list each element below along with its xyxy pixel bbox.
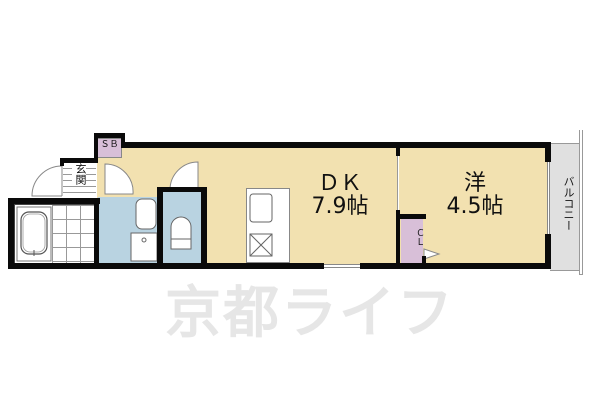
- closet: [401, 218, 423, 263]
- washroom-door-swing: [104, 163, 134, 195]
- toilet-door-swing: [169, 161, 199, 191]
- wall-entrance-left: [60, 158, 64, 166]
- watermark-logo: 京都ライフ: [165, 281, 455, 346]
- shoe-box-label: ＳＢ: [100, 140, 119, 150]
- bath-tile-grid: [52, 205, 94, 263]
- wall-dk-western-divider: [396, 148, 400, 156]
- wall-toilet-top: [157, 187, 207, 192]
- washbasin-icon: [135, 198, 157, 230]
- wall-sb-right: [121, 133, 125, 148]
- window-dk-bottom: [324, 264, 360, 268]
- dk-label: ＤＫ 7.9帖: [295, 172, 385, 218]
- closet-door-icon: [423, 248, 441, 260]
- entrance-label: 玄関: [72, 163, 87, 185]
- wall-toilet-right: [201, 187, 207, 267]
- wall-closet-top: [396, 214, 426, 219]
- western-label: 洋 4.5帖: [430, 172, 520, 218]
- wall-sb-top: [94, 133, 125, 138]
- balcony-rail: [579, 130, 583, 275]
- balcony-label: バルコニー: [562, 176, 575, 231]
- dk-size: 7.9帖: [311, 194, 369, 220]
- kitchen-sink-icon: [249, 193, 273, 223]
- washing-machine-pan-icon: [130, 232, 158, 262]
- balcony: [550, 143, 580, 271]
- stove-icon: [249, 233, 273, 257]
- wall-entrance-top: [60, 158, 98, 163]
- entrance-door-swing: [31, 165, 63, 197]
- wall-dk-western-lower: [396, 210, 400, 266]
- closet-label: ＣＬ: [414, 228, 424, 246]
- wall-right-bottom: [545, 234, 551, 269]
- wall-bottom: [8, 263, 324, 269]
- wall-top-dk: [122, 142, 550, 148]
- wall-bath-left: [8, 198, 14, 268]
- dk-name: ＤＫ: [317, 171, 362, 196]
- wall-bottom-right: [360, 263, 550, 269]
- wall-washroom-right: [157, 188, 163, 268]
- sliding-door-divider: [397, 156, 399, 210]
- wall-bath-top: [8, 198, 100, 204]
- western-size: 4.5帖: [446, 194, 504, 220]
- western-room: [399, 148, 547, 264]
- wall-closet-right: [422, 256, 426, 266]
- wall-sb-left: [94, 133, 98, 163]
- bathtub-icon: [16, 206, 52, 262]
- wall-right-top: [545, 142, 551, 162]
- western-name: 洋: [463, 171, 486, 196]
- wall-bath-right: [94, 198, 99, 268]
- window-balcony: [547, 162, 550, 234]
- toilet-icon: [170, 216, 192, 250]
